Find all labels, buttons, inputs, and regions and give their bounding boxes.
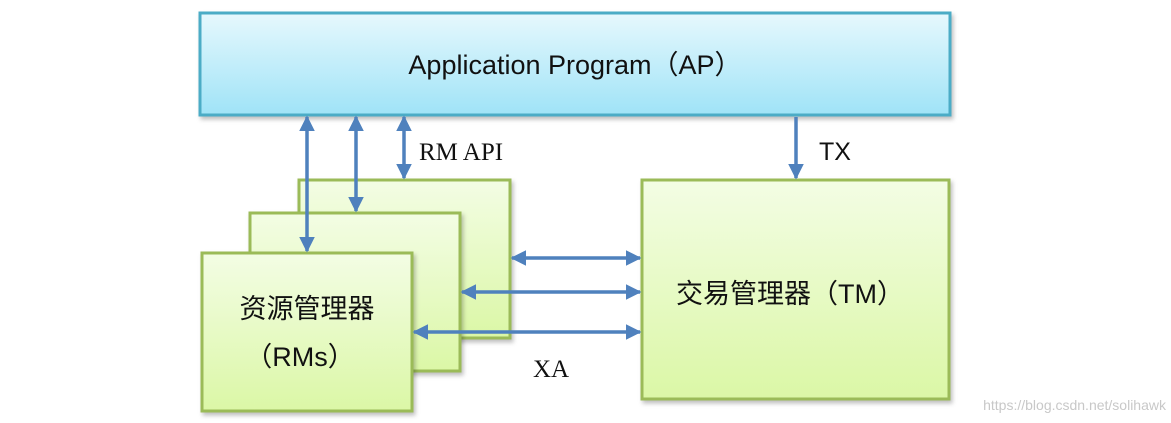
ap-label: Application Program（AP） xyxy=(408,50,741,80)
watermark: https://blog.csdn.net/solihawk xyxy=(983,397,1167,413)
rm-label-line1: 资源管理器 xyxy=(240,294,375,324)
rm-api-label: RM API xyxy=(419,139,503,166)
xa-label: XA xyxy=(533,356,569,383)
transaction-manager-box: 交易管理器（TM） xyxy=(640,178,951,401)
application-program-box: Application Program（AP） xyxy=(198,11,952,117)
tx-label: TX xyxy=(819,138,851,166)
resource-manager-box-front: 资源管理器 （RMs） xyxy=(200,251,414,413)
rm-label-line2: （RMs） xyxy=(245,342,355,372)
tm-label: 交易管理器（TM） xyxy=(676,279,904,309)
